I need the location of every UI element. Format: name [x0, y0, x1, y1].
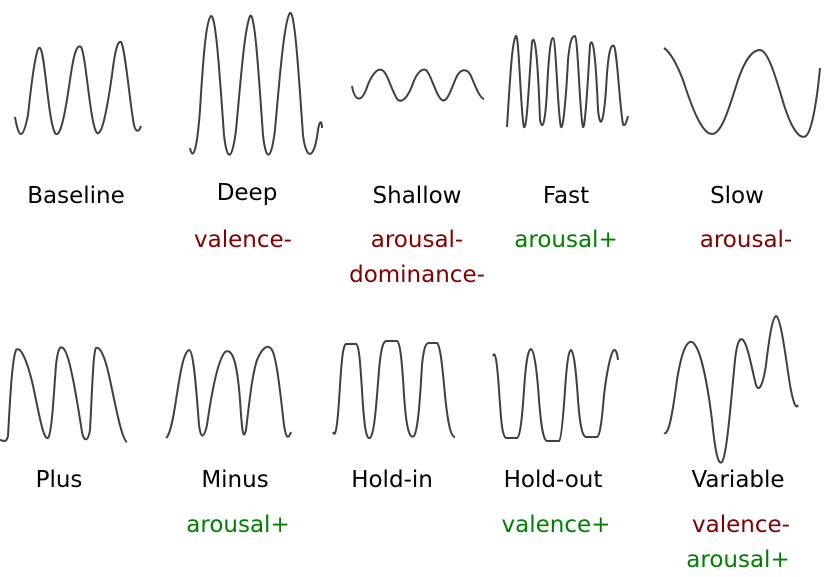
shallow-label: Shallow	[372, 183, 462, 209]
hold-out-label: Hold-out	[503, 467, 603, 493]
slow-effect-tag: arousal-	[699, 227, 793, 253]
deep-waveform	[189, 11, 323, 156]
plus-waveform	[0, 346, 128, 443]
hold-in-label: Hold-in	[351, 467, 433, 493]
variable-effect-tag: valence-	[692, 512, 790, 538]
fast-effect-tag: arousal+	[514, 227, 618, 253]
fast-waveform	[506, 34, 629, 129]
deep-label: Deep	[216, 180, 278, 206]
shallow-effect-tag: dominance-	[349, 262, 485, 288]
slow-label: Slow	[710, 183, 764, 209]
baseline-label: Baseline	[27, 183, 125, 209]
minus-waveform	[165, 345, 292, 439]
shallow-effect-tag: arousal-	[370, 227, 464, 253]
hold-in-waveform	[332, 340, 456, 440]
hold-out-waveform	[492, 347, 619, 442]
variable-effect-tag: arousal+	[686, 547, 790, 573]
variable-waveform	[663, 314, 799, 464]
slow-waveform	[663, 47, 821, 138]
baseline-waveform	[14, 40, 142, 136]
shallow-waveform	[351, 68, 485, 102]
deep-effect-tag: valence-	[194, 227, 292, 253]
hold-out-effect-tag: valence+	[501, 512, 611, 538]
minus-effect-tag: arousal+	[186, 512, 290, 538]
variable-label: Variable	[691, 467, 785, 493]
plus-label: Plus	[35, 467, 83, 493]
fast-label: Fast	[542, 183, 590, 209]
minus-label: Minus	[201, 467, 269, 493]
